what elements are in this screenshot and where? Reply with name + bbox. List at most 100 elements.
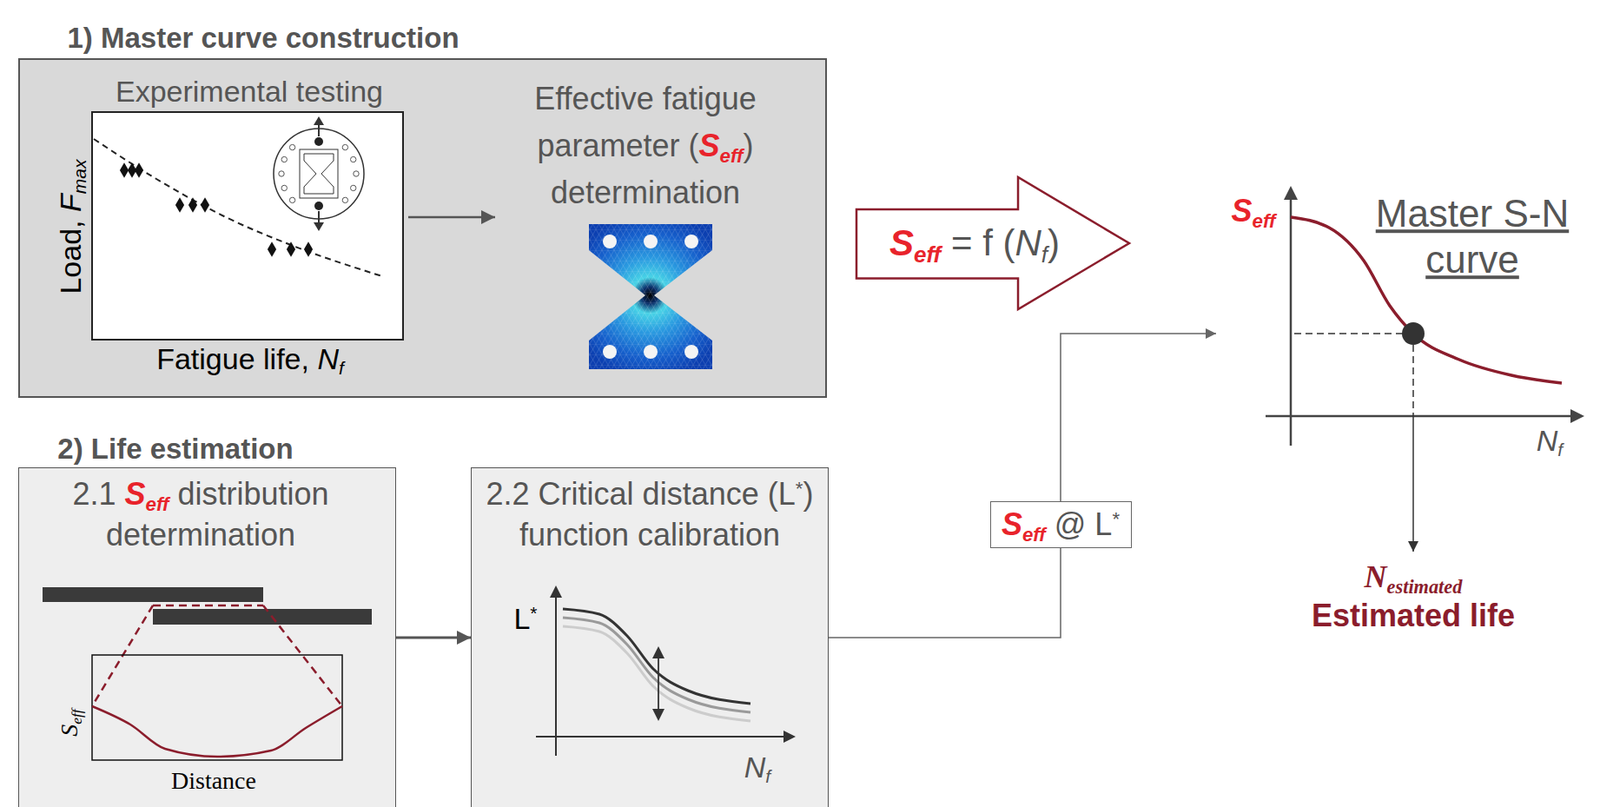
x-axis: [1265, 415, 1573, 418]
node-title: 2.2 Critical distance (L*) function cali…: [474, 474, 826, 556]
illustration-part: [42, 587, 372, 761]
result-block: NestimatedEstimated life: [1302, 551, 1524, 639]
plot-frame: [92, 654, 343, 761]
axis-label: L*: [513, 601, 537, 636]
axis-label: Nf: [744, 750, 771, 785]
axis-head: [1570, 409, 1585, 424]
path-line: [92, 605, 153, 707]
life-point: [1401, 322, 1425, 345]
connector: [1412, 460, 1415, 552]
data-point: [304, 241, 313, 258]
value-box: Seff @ L*: [990, 501, 1132, 549]
rig-hole: [289, 197, 295, 203]
mesh-lines: [588, 224, 713, 370]
shift-arrow: [652, 708, 665, 721]
illustration-part: [535, 585, 796, 756]
connector: [828, 548, 1061, 638]
data-point: [286, 241, 296, 258]
load-arrow: [313, 116, 324, 126]
load-life-chart: Experimental testingLoad, FmaxFatigue li…: [48, 76, 409, 378]
rig-hole: [350, 156, 357, 162]
illustration-part: [92, 112, 404, 340]
x-axis: [535, 735, 786, 738]
distance-curve: [562, 617, 751, 713]
bolt-hole: [684, 234, 699, 249]
axis-label: Load, Fmax: [53, 158, 88, 294]
axis-label: Estimated life: [1311, 597, 1515, 634]
test-rig: [273, 128, 364, 219]
specimen-frame: [299, 149, 338, 199]
bolt-hole: [684, 344, 699, 359]
illustration-part: [588, 224, 713, 370]
data-point: [267, 241, 277, 258]
illustration: [495, 76, 796, 378]
guide-line: [1294, 332, 1414, 335]
illustration-part: [1265, 185, 1585, 461]
axis-label: Fatigue life, Nf: [156, 342, 344, 377]
connector: [1060, 333, 1217, 502]
rig-hole: [353, 171, 359, 177]
rig-hole: [281, 156, 287, 162]
axis-label: Seff: [55, 708, 84, 736]
node-title: Seff: [1231, 192, 1277, 229]
axis-head: [1283, 185, 1298, 200]
path-line: [263, 605, 343, 707]
specimen: [304, 153, 334, 194]
rig-hole: [289, 144, 295, 150]
guide-line: [1412, 416, 1415, 461]
load-arrow: [313, 222, 324, 232]
plot-frame: [92, 112, 404, 340]
rig-hole: [278, 171, 285, 177]
data-point: [119, 162, 129, 179]
rig-hole: [342, 197, 348, 203]
node-title: Seff @ L*: [1001, 506, 1120, 543]
section-panel: Experimental testingLoad, FmaxFatigue li…: [18, 58, 827, 398]
connector: [396, 636, 471, 640]
block-arrow-shape: [856, 177, 1130, 310]
fe-model-block: Effective fatigue parameter (Seff) deter…: [495, 76, 796, 378]
distance-curve: [562, 608, 751, 704]
data-point: [200, 197, 210, 213]
bolt-hole: [602, 344, 617, 359]
y-axis: [555, 595, 557, 756]
block-arrow: Seff = f (Nf): [855, 175, 1131, 311]
step-panel: 2.2 Critical distance (L*) function cali…: [470, 467, 829, 807]
node-title: Effective fatigue parameter (Seff) deter…: [502, 75, 789, 217]
pin: [314, 137, 324, 146]
shift-arrow: [652, 646, 665, 659]
bolt-hole: [643, 344, 658, 359]
plate: [152, 608, 372, 625]
shift-arrow: [657, 654, 660, 713]
guide-line: [1412, 333, 1415, 417]
axis-head: [549, 585, 562, 598]
node-title: Experimental testing: [115, 74, 384, 109]
node-title: Nestimated: [1364, 559, 1463, 596]
data-point: [188, 197, 198, 213]
node-title: 2.1 Seff distribution determination: [26, 474, 375, 556]
rig-hole: [342, 144, 348, 150]
seff-curve: [92, 706, 343, 757]
node-title: 1) Master curve construction: [66, 21, 459, 55]
rig-hole: [281, 185, 287, 191]
step-panel: 2.1 Seff distribution determinationSeffD…: [18, 467, 397, 807]
node-title: Seff = f (Nf): [889, 222, 1060, 265]
axis-label: Master S-N curve: [1350, 191, 1594, 284]
y-axis: [1289, 196, 1293, 446]
axis-label: Nf: [1536, 423, 1563, 458]
master-sn-chart: Seff Master S-N curveNf: [1216, 178, 1600, 461]
section-heading: 2) Life estimation: [57, 432, 293, 466]
pin: [314, 201, 324, 211]
axis-head: [783, 730, 796, 743]
data-point: [134, 162, 144, 179]
plate: [42, 587, 264, 602]
illustration-part: [856, 177, 1130, 310]
fe-mesh: [588, 224, 713, 370]
path-line: [152, 604, 264, 608]
bolt-hole: [602, 234, 617, 249]
rig-hole: [350, 185, 357, 191]
data-point: [175, 197, 185, 213]
illustration: [48, 76, 409, 378]
bolt-hole: [643, 234, 658, 249]
connector: [408, 216, 496, 219]
